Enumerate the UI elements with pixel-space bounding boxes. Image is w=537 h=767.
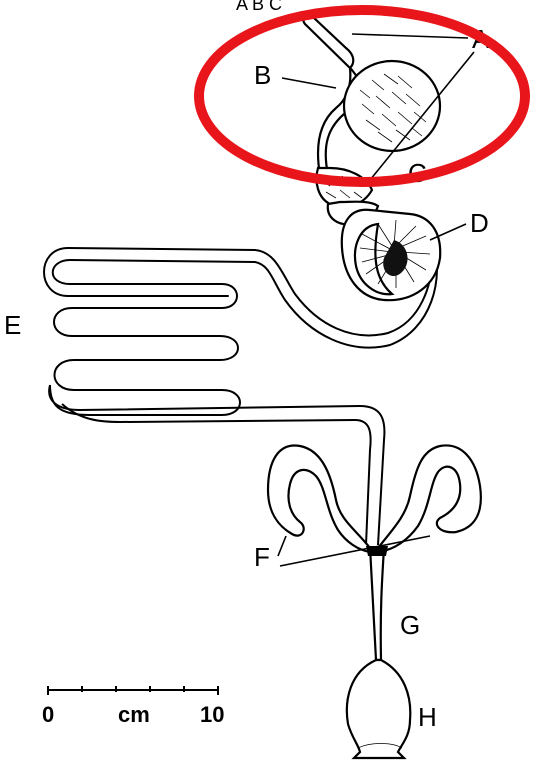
label-D: D [470,208,489,238]
label-E: E [4,310,21,340]
scale-bar: 0 cm 10 [42,686,224,727]
label-B: B [254,60,271,90]
gizzard [342,210,440,300]
crop-bulb [344,61,440,151]
scale-unit-label: cm [118,702,150,727]
cut-header-text: A B C [236,0,282,14]
label-H: H [418,702,437,732]
scale-start-label: 0 [42,702,54,727]
rectum-cloaca [347,546,410,758]
esophagus-crop [303,16,440,175]
label-G: G [400,610,420,640]
label-F: F [254,542,270,572]
ceca [268,445,481,552]
scale-end-label: 10 [200,702,224,727]
